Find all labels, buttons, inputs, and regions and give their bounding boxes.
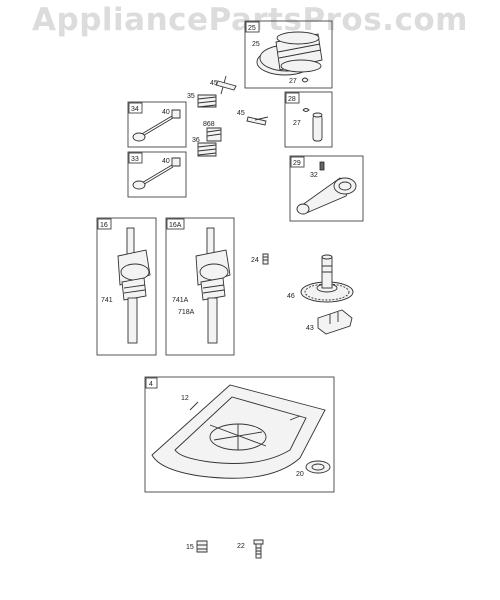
callout-25: 25 [252,41,260,48]
group-25-tag: 25 [248,25,256,32]
callout-36: 36 [192,137,200,144]
group-33-tag: 33 [131,156,139,163]
group-16-crankshaft[interactable]: 16 741 [96,217,157,356]
callout-32: 32 [310,172,318,179]
callout-12: 12 [181,395,189,402]
valve-parts[interactable]: 45 35 868 45 36 [187,75,269,157]
group-16-tag: 16 [100,222,108,229]
callout-868: 868 [203,121,215,128]
callout-15: 15 [186,544,194,551]
callout-20: 20 [296,471,304,478]
callout-741: 741 [101,297,113,304]
group-34-tag: 34 [131,106,139,113]
callout-40a: 40 [162,109,170,116]
group-28-pin[interactable]: 28 27 [284,91,333,148]
callout-24: 24 [251,257,259,264]
group-25-piston[interactable]: 25 25 27 [244,20,333,89]
callout-741a: 741A [172,297,189,304]
group-16a-crankshaft[interactable]: 16A 741A 718A [165,217,235,356]
callout-46: 46 [287,293,295,300]
callout-27b: 27 [293,120,301,127]
callout-22: 22 [237,543,245,550]
group-4-tag: 4 [149,381,153,388]
group-28-tag: 28 [288,96,296,103]
group-33-valve[interactable]: 33 40 [127,151,187,198]
callout-45b: 45 [237,110,245,117]
callout-718a: 718A [178,309,195,316]
governor-parts[interactable]: 24 46 43 [251,253,354,335]
callout-27a: 27 [289,78,297,85]
callout-40b: 40 [162,158,170,165]
bottom-parts[interactable]: 15 22 [186,539,264,559]
group-16a-tag: 16A [169,222,182,229]
group-34-valve[interactable]: 34 40 [127,101,187,148]
callout-45a: 45 [210,80,218,87]
group-4-sump[interactable]: 4 12 20 [144,376,335,493]
callout-43: 43 [306,325,314,332]
group-29-tag: 29 [293,160,301,167]
callout-35: 35 [187,93,195,100]
group-29-connecting-rod[interactable]: 29 32 [289,155,364,222]
